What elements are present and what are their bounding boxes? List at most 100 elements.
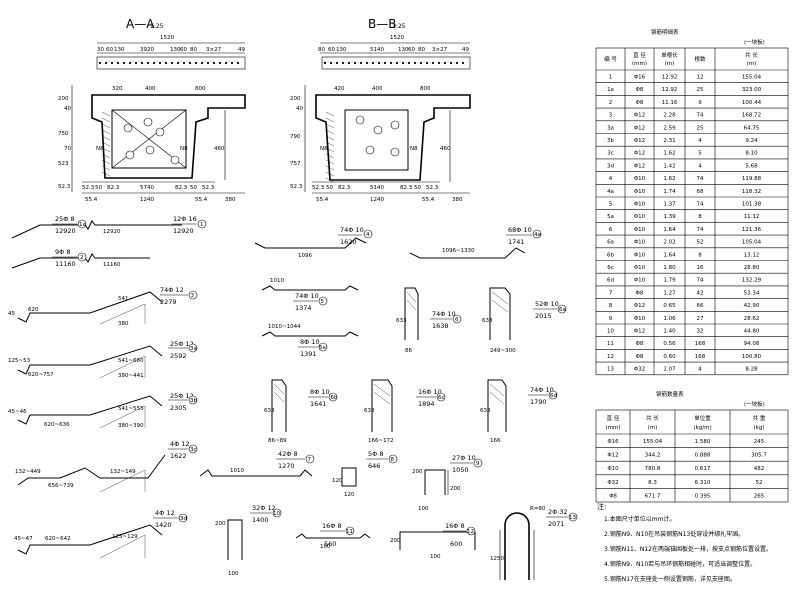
bar-shape-12: 200 100 16Φ 8 600 12 [390,522,476,560]
svg-text:74Φ 10: 74Φ 10 [530,386,554,394]
table1-header: (m) [665,61,675,67]
bar-shape-3b: 620~636 541~555 380~390 45~46 25Φ 12 230… [8,392,197,429]
svg-text:1240: 1240 [370,197,384,203]
table1-cell: Φ10 [634,202,646,208]
svg-text:750: 750 [58,131,69,137]
table1-cell: 323.00 [742,87,762,93]
svg-text:60: 60 [328,47,335,53]
section-bb-top-dims: 80 60 130 5140 130 60 80 3×27 49 [318,47,469,53]
svg-text:25Φ 12: 25Φ 12 [170,340,194,348]
svg-text:52Φ 10: 52Φ 10 [535,300,559,308]
svg-text:1790: 1790 [530,398,547,406]
table1-cell: Φ8 [636,354,644,360]
svg-text:166~172: 166~172 [368,438,394,444]
table1-cell: 74 [697,202,704,208]
svg-text:320: 320 [112,86,123,92]
table2-title: 钢筋数量表 [656,390,684,398]
table1-cell: 10 [607,329,614,335]
table1-cell: Φ10 [634,252,646,258]
svg-text:74Φ 12: 74Φ 12 [160,286,184,294]
svg-text:5740: 5740 [140,185,154,191]
svg-text:1620: 1620 [340,238,357,246]
svg-text:5140: 5140 [370,185,384,191]
table1-cell: 2.02 [663,240,675,246]
bar-shape-5a: 1010~1044 8Φ 10 1391 5a [261,324,359,358]
svg-text:80: 80 [190,47,197,53]
svg-text:3d: 3d [180,516,187,522]
svg-text:7: 7 [308,457,312,463]
table1-cell: 4 [698,163,702,169]
bar-shape-5: 1010 74Φ 10 1374 5 [261,278,359,312]
svg-text:1391: 1391 [300,350,317,358]
table1-cell: 4 [609,176,613,182]
table1-title: 钢筋明细表 [651,28,679,36]
svg-text:11160: 11160 [55,260,76,268]
table1-cell: 12 [697,75,704,81]
svg-text:620~642: 620~642 [45,536,71,542]
table1-cell: 1.06 [663,316,676,322]
table1-cell: 168 [695,341,706,347]
section-aa-left-dims: 200 40 750 70 523 52.3 [58,85,73,192]
svg-text:1622: 1622 [170,452,187,460]
table1-cell: 53.34 [744,290,760,296]
svg-text:32Φ 12: 32Φ 12 [252,504,276,512]
table1-cell: 4a [607,189,614,195]
svg-text:4Φ 12: 4Φ 12 [155,509,175,517]
table1-cell: 0.60 [663,354,676,360]
table1-cell: 74 [697,113,704,119]
svg-text:80: 80 [418,47,425,53]
table1-header: 根数 [694,55,706,63]
svg-text:380: 380 [118,321,129,327]
svg-text:74Φ 10: 74Φ 10 [432,310,456,318]
section-aa-title: A—A [126,17,155,31]
table1-cell: 9 [609,316,613,322]
svg-text:52.3: 52.3 [202,185,215,191]
table2-cell: 265 [754,493,765,499]
svg-text:86~89: 86~89 [268,438,287,444]
table2-unit: (一块板) [744,400,765,408]
table1-cell: Φ8 [636,100,644,106]
svg-text:12920: 12920 [103,229,121,235]
table2-cell: 8.3 [648,480,657,486]
svg-text:52.3: 52.3 [58,184,71,190]
table1-cell: 168 [695,354,706,360]
svg-text:60: 60 [180,47,187,53]
svg-text:2Φ 32: 2Φ 32 [548,508,568,516]
svg-text:2279: 2279 [160,298,177,306]
bar-shape-9: 200 200 100 27Φ 10 1050 9 [412,454,483,512]
table1-cell: 121.36 [742,227,762,233]
bar-shape-1a: 25Φ 8 12920 12920 1a [11,215,150,239]
svg-text:82.3: 82.3 [107,185,120,191]
svg-text:1638: 1638 [432,322,449,330]
bar-shape-13: R=80 1250 2Φ 32 2071 13 [490,506,578,580]
table1-cell: 5.68 [745,163,758,169]
svg-text:3b: 3b [190,398,197,404]
table1-cell: Φ10 [634,189,646,195]
table2-cell: 1.580 [695,439,711,445]
table1-cell: 25 [697,87,704,93]
svg-text:45~46: 45~46 [8,409,27,415]
svg-text:11: 11 [346,529,353,535]
svg-text:N8: N8 [410,146,418,152]
svg-text:R=80: R=80 [530,506,546,512]
table1-cell: 42 [697,290,704,296]
section-aa-total: 1520 [160,35,174,41]
svg-text:6: 6 [455,317,459,323]
svg-text:49: 49 [462,47,469,53]
table1-cell: 4 [698,138,702,144]
table1-cell: 1a [607,87,614,93]
table1-cell: 8 [609,303,613,309]
table1-cell: 1.40 [663,329,676,335]
table1-cell: 3c [607,151,614,157]
table1-cell: 44.80 [744,329,760,335]
table1-cell: 13.12 [744,252,760,258]
table2-cell: 482 [754,466,765,472]
svg-text:380~441: 380~441 [118,373,144,379]
table1-header: (m) [747,61,757,67]
table1-cell: 11.12 [744,214,760,220]
svg-text:249~300: 249~300 [490,348,516,354]
table1-cell: 100.80 [742,354,762,360]
svg-text:16Φ 8: 16Φ 8 [445,522,465,530]
section-bb-bottom-total: 55.4 1240 55.4 380 [316,197,463,203]
